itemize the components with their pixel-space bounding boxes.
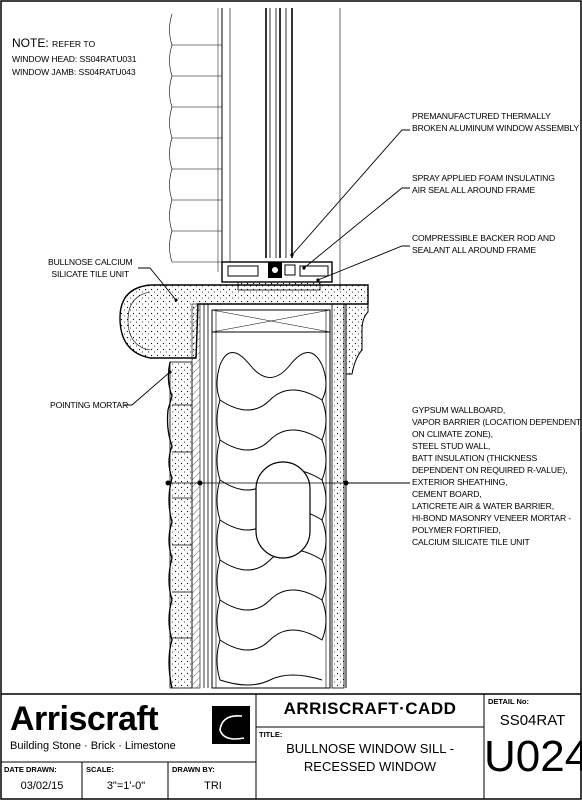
callout-line: SILICATE TILE UNIT xyxy=(51,269,130,279)
callout-backer-rod: COMPRESSIBLE BACKER ROD AND SEALANT ALL … xyxy=(412,232,555,256)
drawing-title-line: BULLNOSE WINDOW SILL - xyxy=(286,741,454,756)
callout-line: AIR SEAL ALL AROUND FRAME xyxy=(412,185,536,195)
callout-line: CEMENT BOARD, xyxy=(412,489,482,499)
drawn-by-value: TRI xyxy=(204,780,222,792)
callout-line: VAPOR BARRIER (LOCATION DEPENDENT xyxy=(412,417,582,427)
date-drawn-label: DATE DRAWN: xyxy=(4,765,57,774)
upper-brick-wall xyxy=(169,8,223,272)
title-label: TITLE: xyxy=(259,730,283,739)
callout-line: BROKEN ALUMINUM WINDOW ASSEMBLY xyxy=(412,123,580,133)
callout-line: POINTING MORTAR xyxy=(50,400,129,410)
bullnose-sill xyxy=(119,284,369,359)
callout-pointing-mortar: POINTING MORTAR xyxy=(50,399,128,411)
callout-line: BATT INSULATION (THICKNESS xyxy=(412,453,538,463)
logo-tagline: Building Stone · Brick · Limestone xyxy=(10,740,176,752)
leader-arrowheads xyxy=(168,253,320,374)
callout-line: POLYMER FORTIFIED, xyxy=(412,525,501,535)
callout-line: STEEL STUD WALL, xyxy=(412,441,491,451)
exterior-veneer xyxy=(166,303,209,689)
callout-line: CALCIUM SILICATE TILE UNIT xyxy=(412,537,530,547)
note-window-head: WINDOW HEAD: SS04RATU031 xyxy=(12,54,137,64)
callout-line: SEALANT ALL AROUND FRAME xyxy=(412,245,536,255)
callout-line: PREMANUFACTURED THERMALLY xyxy=(412,111,551,121)
callout-bullnose: BULLNOSE CALCIUM SILICATE TILE UNIT xyxy=(48,256,133,280)
logo-mark-icon xyxy=(212,706,250,744)
note-window-jamb: WINDOW JAMB: SS04RATU043 xyxy=(12,67,136,77)
detail-number: U024 xyxy=(484,732,582,781)
scale-label: SCALE: xyxy=(86,765,114,774)
scale-value: 3"=1'-0" xyxy=(106,780,146,792)
callout-line: EXTERIOR SHEATHING, xyxy=(412,477,508,487)
interior-gypsum xyxy=(331,303,347,689)
callout-line: SPRAY APPLIED FOAM INSULATING xyxy=(412,173,555,183)
window-glazing xyxy=(229,8,341,290)
note-heading: NOTE: xyxy=(12,36,49,50)
callout-window-assembly: PREMANUFACTURED THERMALLY BROKEN ALUMINU… xyxy=(412,110,579,134)
note-refer: REFER TO xyxy=(52,39,96,49)
leader-lines xyxy=(124,129,410,484)
callout-line: LATICRETE AIR & WATER BARRIER, xyxy=(412,501,554,511)
detail-label: DETAIL No: xyxy=(488,697,529,706)
drawing-title-line: RECESSED WINDOW xyxy=(303,759,437,774)
drawing-title: BULLNOSE WINDOW SILL - RECESSED WINDOW xyxy=(256,740,484,776)
callout-line: BULLNOSE CALCIUM xyxy=(48,257,133,267)
callout-line: GYPSUM WALLBOARD, xyxy=(412,405,506,415)
note-title: NOTE: REFER TO xyxy=(12,36,95,50)
stud-cavity xyxy=(211,309,331,689)
callout-wall-assembly: GYPSUM WALLBOARD, VAPOR BARRIER (LOCATIO… xyxy=(412,404,581,548)
drawn-by-label: DRAWN BY: xyxy=(172,765,215,774)
callout-line: COMPRESSIBLE BACKER ROD AND xyxy=(412,233,556,243)
callout-spray-foam: SPRAY APPLIED FOAM INSULATING AIR SEAL A… xyxy=(412,172,555,196)
interior-sill-trim xyxy=(345,303,369,375)
callout-line: DEPENDENT ON REQUIRED R-VALUE), xyxy=(412,465,568,475)
detail-prefix: SS04RAT xyxy=(499,712,566,729)
callout-line: HI-BOND MASONRY VENEER MORTAR - xyxy=(412,513,571,523)
logo-wordmark: Arriscraft xyxy=(10,700,159,738)
callout-line: ON CLIMATE ZONE), xyxy=(412,429,493,439)
date-drawn-value: 03/02/15 xyxy=(20,780,64,792)
company-name: ARRISCRAFT·CADD xyxy=(283,699,457,718)
title-block-frame xyxy=(1,693,581,799)
